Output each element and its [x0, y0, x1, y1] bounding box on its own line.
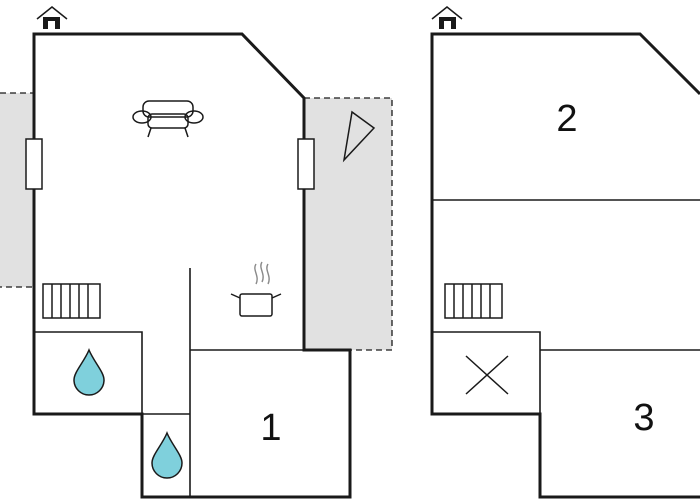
interior-wall [34, 331, 143, 414]
window [297, 138, 315, 190]
window [25, 138, 43, 190]
floor-plan-left: 1 [0, 6, 393, 499]
room-label-3: 3 [633, 397, 654, 439]
floor-plan-right: 2 3 [430, 6, 700, 499]
sofa-icon [132, 100, 204, 138]
sun-lounger-icon [342, 110, 376, 163]
x-mark-icon [465, 355, 509, 395]
entrance-icon [36, 6, 68, 29]
water-drop-icon [151, 431, 183, 479]
room-label-2: 2 [556, 98, 577, 140]
water-drop-icon [73, 348, 105, 396]
entrance-icon [431, 6, 463, 29]
room-label-1: 1 [260, 407, 281, 449]
radiator-icon [444, 283, 503, 319]
radiator-icon [42, 283, 101, 319]
cooking-pot-icon [230, 261, 282, 317]
interior-wall [432, 331, 541, 414]
terrace-left [0, 92, 35, 288]
outer-wall [32, 32, 352, 499]
outer-wall [430, 32, 700, 499]
